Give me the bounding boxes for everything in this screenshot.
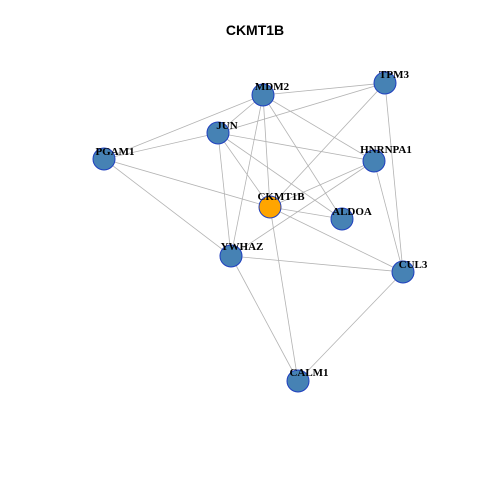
edge-tpm3-ckmt1b <box>269 82 386 208</box>
edge-ckmt1b-aldoa <box>269 206 343 220</box>
diagram-title: CKMT1B <box>226 22 284 38</box>
node-label-pgam1: PGAM1 <box>95 146 134 158</box>
edge-hnrnpa1-ckmt1b <box>269 160 375 208</box>
node-jun <box>206 121 230 145</box>
edge-pgam1-ckmt1b <box>103 158 271 208</box>
node-label-aldoa: ALDOA <box>332 206 372 218</box>
edge-mdm2-ckmt1b <box>262 94 271 208</box>
edge-jun-aldoa <box>217 132 343 220</box>
node-group <box>92 71 415 393</box>
node-label-tpm3: TPM3 <box>379 69 409 81</box>
edge-tpm3-cul3 <box>384 82 404 273</box>
node-tpm3 <box>373 71 397 95</box>
edge-cul3-calm1 <box>297 271 404 382</box>
node-pgam1 <box>92 147 116 171</box>
edge-jun-ckmt1b <box>217 132 271 208</box>
node-hnrnpa1 <box>362 149 386 173</box>
edge-ckmt1b-cul3 <box>269 206 404 273</box>
edge-ckmt1b-calm1 <box>269 206 299 382</box>
node-label-ywhaz: YWHAZ <box>221 241 264 253</box>
edge-mdm2-ywhaz <box>230 94 264 257</box>
node-label-ckmt1b: CKMT1B <box>257 191 305 203</box>
node-cul3 <box>391 260 415 284</box>
node-aldoa <box>330 207 354 231</box>
node-label-hnrnpa1: HNRNPA1 <box>360 144 412 156</box>
node-label-cul3: CUL3 <box>399 259 428 271</box>
edge-mdm2-tpm3 <box>262 82 386 96</box>
edge-jun-pgam1 <box>103 132 219 160</box>
edge-tpm3-jun <box>217 82 386 134</box>
edge-hnrnpa1-ywhaz <box>230 160 375 257</box>
edge-jun-ywhaz <box>217 132 232 257</box>
node-ywhaz <box>219 244 243 268</box>
edge-ywhaz-cul3 <box>230 255 404 273</box>
node-calm1 <box>286 369 310 393</box>
edge-group <box>103 82 404 382</box>
node-label-mdm2: MDM2 <box>255 81 290 93</box>
edge-jun-hnrnpa1 <box>217 132 375 162</box>
node-label-jun: JUN <box>216 120 237 132</box>
edge-hnrnpa1-cul3 <box>373 160 404 273</box>
edge-mdm2-hnrnpa1 <box>262 94 375 162</box>
node-mdm2 <box>251 83 275 107</box>
edge-pgam1-ywhaz <box>103 158 232 257</box>
node-ckmt1b <box>258 195 282 219</box>
edge-mdm2-pgam1 <box>103 94 264 160</box>
edge-ywhaz-calm1 <box>230 255 299 382</box>
node-label-calm1: CALM1 <box>289 367 328 379</box>
